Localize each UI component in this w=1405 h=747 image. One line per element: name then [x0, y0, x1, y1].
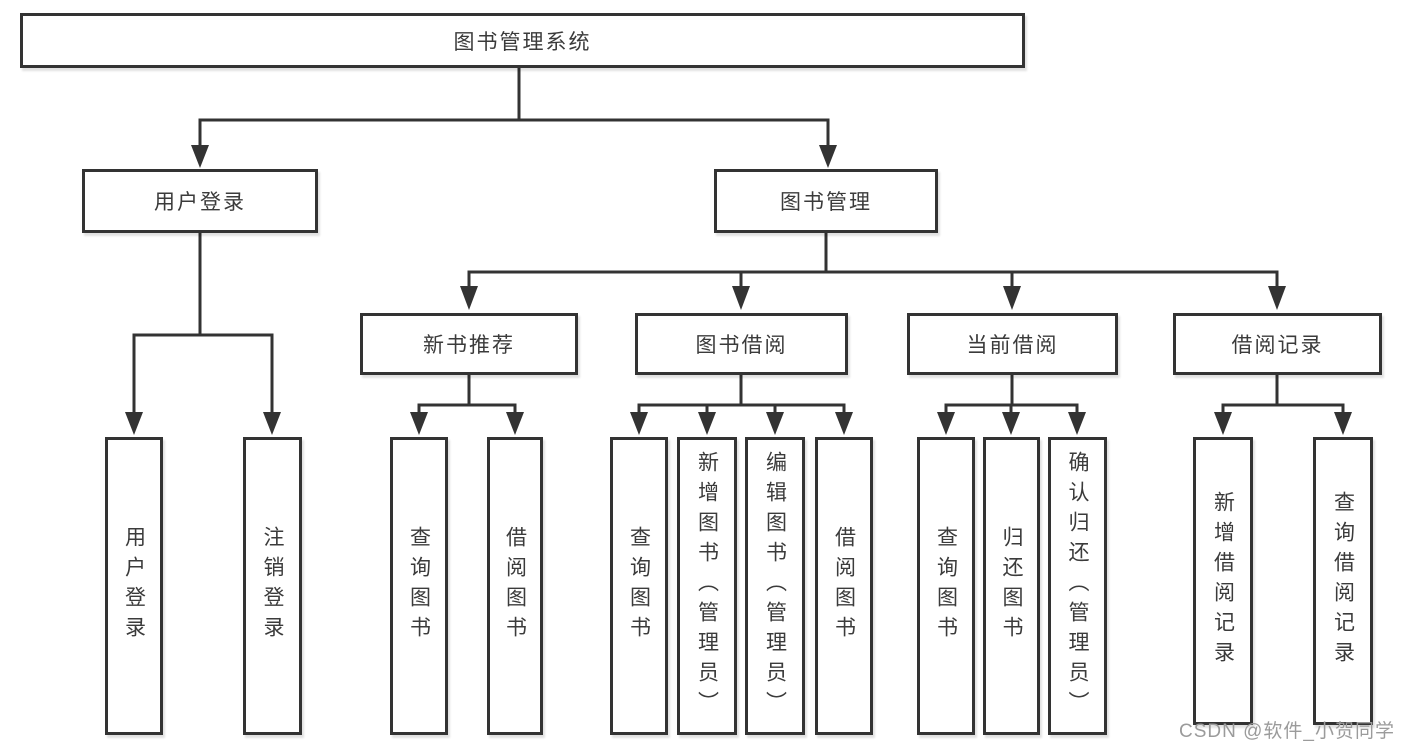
node-book-borrow-label: 图书借阅	[695, 334, 788, 357]
leaf-records-add-record-label: 新增借阅记录	[1211, 491, 1235, 671]
leaf-records-add-record: 新增借阅记录	[1193, 437, 1253, 725]
leaf-borrow-edit-book-admin: 编辑图书（管理员）	[745, 437, 805, 735]
leaf-newbook-query-book-label: 查询图书	[407, 526, 431, 646]
leaf-logout-login-label: 注销登录	[261, 526, 284, 646]
node-borrow-records: 借阅记录	[1173, 313, 1382, 375]
leaf-current-return-book: 归还图书	[983, 437, 1040, 735]
arrowheads	[125, 145, 1352, 435]
leaf-logout-login: 注销登录	[243, 437, 302, 735]
leaf-records-query-record: 查询借阅记录	[1313, 437, 1373, 725]
leaf-borrow-query-book: 查询图书	[610, 437, 668, 735]
leaf-borrow-edit-book-admin-label: 编辑图书（管理员）	[763, 451, 787, 721]
leaf-borrow-add-book-admin-label: 新增图书（管理员）	[695, 451, 719, 721]
leaf-current-query-book: 查询图书	[917, 437, 975, 735]
leaf-newbook-borrow-book-label: 借阅图书	[503, 526, 527, 646]
leaf-current-confirm-return-admin: 确认归还（管理员）	[1048, 437, 1107, 735]
leaf-current-confirm-return-admin-label: 确认归还（管理员）	[1066, 451, 1089, 721]
node-new-book-recommend: 新书推荐	[360, 313, 578, 375]
node-book-management: 图书管理	[714, 169, 938, 233]
leaf-newbook-borrow-book: 借阅图书	[487, 437, 543, 735]
node-new-book-recommend-label: 新书推荐	[423, 334, 515, 357]
node-book-management-label: 图书管理	[780, 191, 872, 214]
leaf-borrow-add-book-admin: 新增图书（管理员）	[677, 437, 737, 735]
leaf-borrow-query-book-label: 查询图书	[627, 526, 651, 646]
csdn-watermark: CSDN @软件_小贺同学	[1179, 721, 1395, 742]
leaf-newbook-query-book: 查询图书	[390, 437, 448, 735]
leaf-current-return-book-label: 归还图书	[1000, 526, 1023, 646]
leaf-user-login: 用户登录	[105, 437, 163, 735]
node-borrow-records-label: 借阅记录	[1231, 334, 1324, 357]
node-book-borrow: 图书借阅	[635, 313, 848, 375]
leaf-borrow-borrow-book: 借阅图书	[815, 437, 873, 735]
leaf-current-query-book-label: 查询图书	[934, 526, 958, 646]
leaf-user-login-label: 用户登录	[122, 526, 146, 646]
leaf-borrow-borrow-book-label: 借阅图书	[832, 526, 856, 646]
node-root-label: 图书管理系统	[453, 30, 592, 54]
node-current-borrow-label: 当前借阅	[966, 334, 1059, 357]
leaf-records-query-record-label: 查询借阅记录	[1331, 491, 1355, 671]
node-user-login: 用户登录	[82, 169, 318, 233]
node-user-login-label: 用户登录	[154, 191, 246, 214]
node-current-borrow: 当前借阅	[907, 313, 1118, 375]
node-root: 图书管理系统	[20, 13, 1025, 68]
